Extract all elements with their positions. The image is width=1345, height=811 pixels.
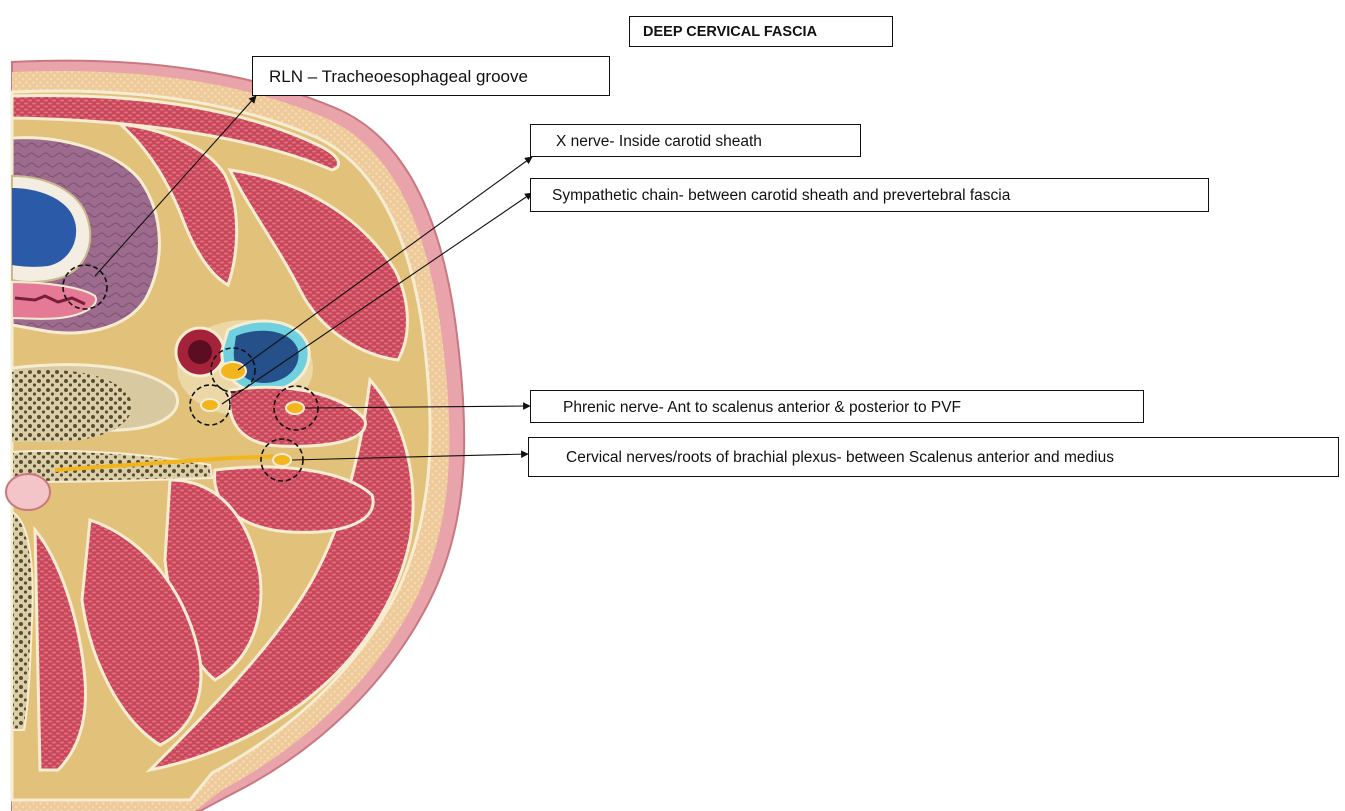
label-phrenic-nerve: Phrenic nerve- Ant to scalenus anterior … [530,390,1144,423]
label-vagus-nerve: X nerve- Inside carotid sheath [530,124,861,157]
spinal-cord [6,474,50,510]
common-carotid-lumen [188,340,212,364]
diagram-title: DEEP CERVICAL FASCIA [629,16,893,47]
brachial-plexus-root [273,454,291,466]
vagus-nerve [220,362,246,380]
label-cervical-nerves: Cervical nerves/roots of brachial plexus… [528,437,1339,477]
label-rln: RLN – Tracheoesophageal groove [252,56,610,96]
label-sympathetic-chain: Sympathetic chain- between carotid sheat… [530,178,1209,212]
sympathetic-trunk [201,399,219,411]
phrenic-nerve [286,402,304,414]
